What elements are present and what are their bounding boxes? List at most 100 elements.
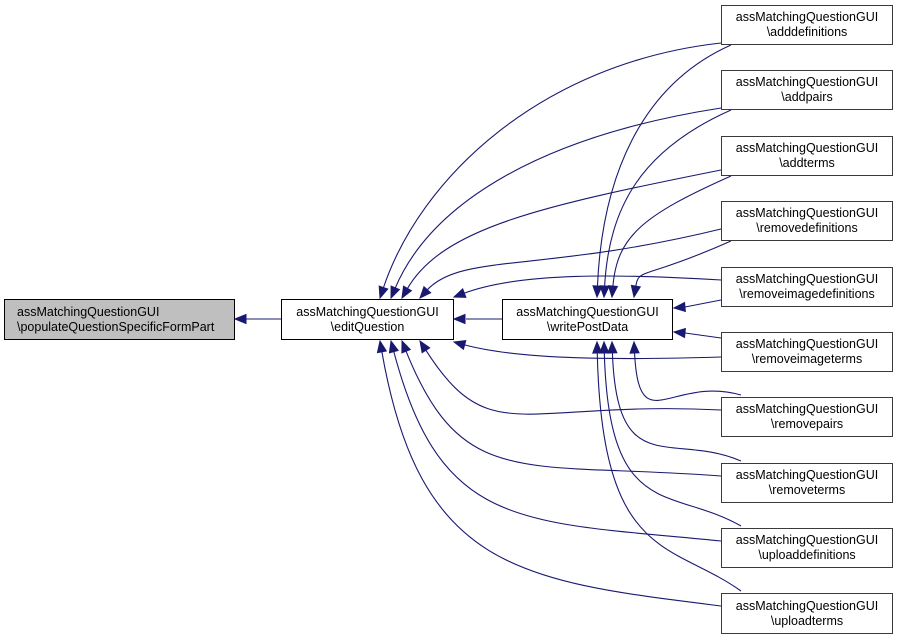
edge-r9-to-write <box>592 340 742 592</box>
node-class-label: assMatchingQuestionGUI <box>17 304 160 319</box>
node-method-label: \uploadterms <box>770 613 844 628</box>
edge-edit-to-populate <box>233 313 281 325</box>
edge-line <box>611 351 742 462</box>
node-addterms[interactable]: assMatchingQuestionGUI \addterms <box>721 136 893 176</box>
node-method-label: \removeterms <box>768 483 846 497</box>
edge-arrowhead <box>592 340 603 354</box>
node-method-label: \populateQuestionSpecificFormPart <box>17 319 215 334</box>
edge-line <box>604 109 732 288</box>
edge-arrowhead <box>419 339 431 354</box>
node-class-label: assMatchingQuestionGUI <box>735 206 879 220</box>
edge-line <box>393 350 722 542</box>
edge-arrowhead <box>376 339 388 354</box>
edge-r8-to-write <box>599 340 742 527</box>
edge-line <box>612 175 732 288</box>
node-class-label: assMatchingQuestionGUI <box>735 337 879 351</box>
edge-arrowhead <box>630 284 642 299</box>
edge-arrowhead <box>390 285 401 300</box>
node-class-label: assMatchingQuestionGUI <box>735 598 879 613</box>
edge-arrowhead <box>629 340 640 354</box>
edge-line <box>603 351 742 527</box>
edge-arrowhead <box>233 313 247 325</box>
edge-r4-to-write <box>672 299 722 313</box>
node-class-label: assMatchingQuestionGUI <box>735 402 879 416</box>
node-adddefinitions[interactable]: assMatchingQuestionGUI \adddefinitions <box>721 5 893 45</box>
edge-line <box>394 107 722 289</box>
node-populate-question-specific-form-part: assMatchingQuestionGUI \populateQuestion… <box>4 299 235 340</box>
node-class-label: assMatchingQuestionGUI <box>735 468 879 482</box>
edge-line <box>463 344 722 360</box>
edge-r4-to-edit <box>452 275 722 298</box>
edge-line <box>596 351 742 592</box>
edge-line <box>405 350 722 477</box>
edge-arrowhead <box>607 340 618 354</box>
node-write-post-data[interactable]: assMatchingQuestionGUI \writePostData <box>502 299 673 340</box>
node-class-label: assMatchingQuestionGUI <box>516 304 659 319</box>
edge-r1-to-edit <box>390 107 722 300</box>
edge-arrowhead <box>452 339 467 351</box>
node-removedefinitions[interactable]: assMatchingQuestionGUI \removedefinition… <box>721 201 893 241</box>
node-removeimageterms[interactable]: assMatchingQuestionGUI \removeimageterms <box>721 332 893 372</box>
node-method-label: \removedefinitions <box>756 221 858 235</box>
edge-r6-to-edit <box>419 339 722 415</box>
edge-arrowhead <box>599 285 610 299</box>
edge-arrowhead <box>599 340 610 354</box>
edge-r0-to-write <box>592 44 732 299</box>
edge-line <box>684 332 722 339</box>
edge-line <box>684 299 722 308</box>
edge-line <box>426 228 722 291</box>
edge-r3-to-write <box>630 240 732 299</box>
edge-r0-to-edit <box>378 42 722 300</box>
edge-r8-to-edit <box>388 339 722 542</box>
node-method-label: \uploaddefinitions <box>758 548 856 562</box>
edge-arrowhead <box>452 313 466 325</box>
edge-line <box>424 349 722 415</box>
edge-r9-to-edit <box>376 339 722 607</box>
edge-line <box>381 350 722 607</box>
edge-arrowhead <box>419 285 432 299</box>
edge-arrowhead <box>401 339 412 354</box>
node-class-label: assMatchingQuestionGUI <box>735 533 879 547</box>
node-class-label: assMatchingQuestionGUI <box>735 272 879 286</box>
edge-r6-to-write <box>629 340 742 401</box>
node-class-label: assMatchingQuestionGUI <box>735 141 879 155</box>
edge-line <box>406 169 722 290</box>
edge-arrowhead <box>592 285 603 299</box>
edge-r7-to-edit <box>401 339 722 477</box>
node-class-label: assMatchingQuestionGUI <box>296 304 439 319</box>
node-removeimagedefinitions[interactable]: assMatchingQuestionGUI \removeimagedefin… <box>721 267 893 307</box>
edge-line <box>382 42 722 289</box>
node-method-label: \adddefinitions <box>766 25 848 39</box>
edge-line <box>596 44 732 288</box>
edge-r7-to-write <box>607 340 742 462</box>
node-addpairs[interactable]: assMatchingQuestionGUI \addpairs <box>721 70 893 110</box>
edge-r5-to-edit <box>452 339 722 360</box>
node-edit-question[interactable]: assMatchingQuestionGUI \editQuestion <box>281 299 454 340</box>
edge-arrowhead <box>388 339 399 354</box>
node-uploaddefinitions[interactable]: assMatchingQuestionGUI \uploaddefinition… <box>721 528 893 568</box>
edge-r3-to-edit <box>419 228 722 299</box>
node-method-label: \removeimageterms <box>751 352 863 366</box>
node-method-label: \addterms <box>779 156 835 170</box>
edge-r5-to-write <box>672 327 722 339</box>
edge-arrowhead <box>672 301 686 313</box>
edge-line <box>635 240 732 288</box>
edge-r2-to-write <box>607 175 732 299</box>
edge-arrowhead <box>401 285 413 300</box>
node-removepairs[interactable]: assMatchingQuestionGUI \removepairs <box>721 397 893 437</box>
node-uploadterms[interactable]: assMatchingQuestionGUI \uploadterms <box>721 593 893 634</box>
node-method-label: \addpairs <box>781 90 833 104</box>
edge-arrowhead <box>672 327 686 339</box>
node-method-label: \editQuestion <box>330 319 405 334</box>
edge-r1-to-write <box>599 109 732 299</box>
node-method-label: \removeimagedefinitions <box>739 287 875 301</box>
node-method-label: \removepairs <box>770 417 844 431</box>
node-removeterms[interactable]: assMatchingQuestionGUI \removeterms <box>721 463 893 503</box>
edge-arrowhead <box>378 285 389 300</box>
edge-line <box>633 351 742 401</box>
node-class-label: assMatchingQuestionGUI <box>735 75 879 89</box>
edge-line <box>463 275 722 294</box>
node-class-label: assMatchingQuestionGUI <box>735 10 879 24</box>
edge-r2-to-edit <box>401 169 722 300</box>
